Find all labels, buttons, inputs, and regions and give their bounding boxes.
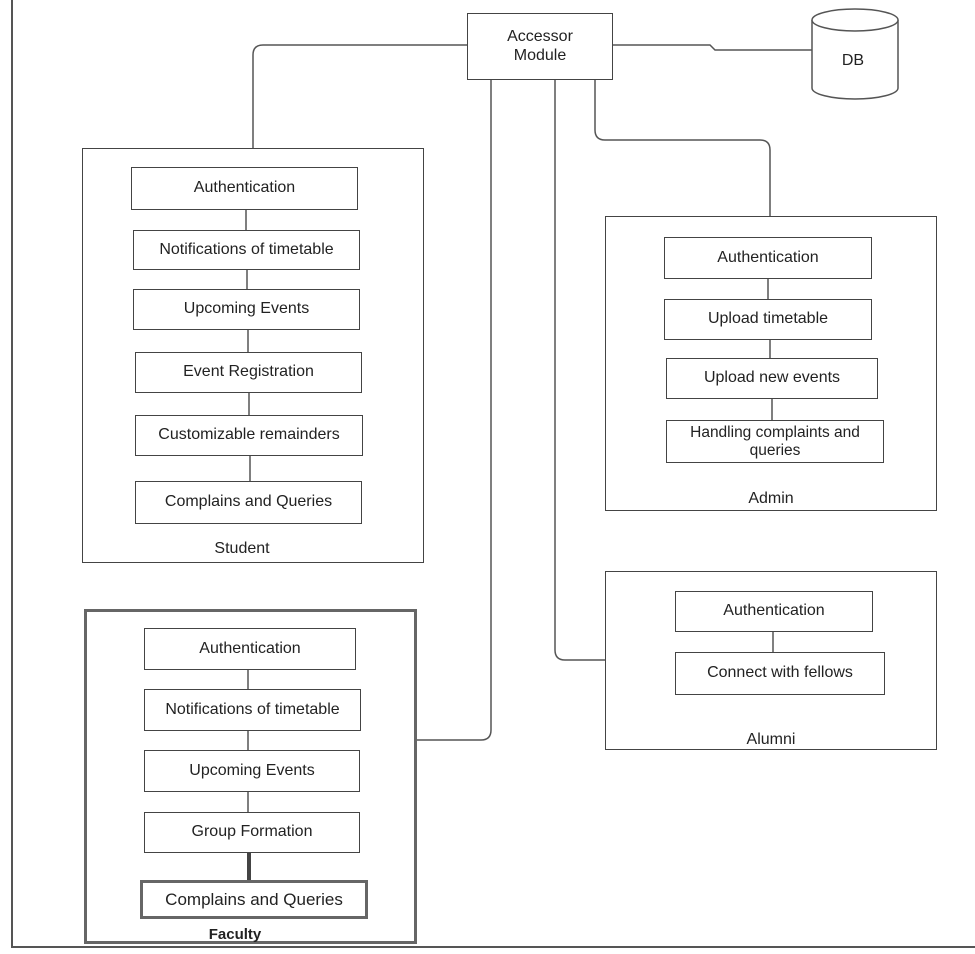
faculty-authentication: Authentication [144,628,356,670]
alumni-connect-with-fellows: Connect with fellows [675,652,885,695]
wire-admin-chain [767,279,773,420]
accessor-module-box: Accessor Module [467,13,613,80]
wire-student-chain [245,210,251,481]
wire-accessor-db [613,44,812,51]
student-notifications-of-timetable: Notifications of timetable [133,230,360,270]
admin-handling-complaints-and-queries: Handling complaints and queries [666,420,884,463]
faculty-upcoming-events: Upcoming Events [144,750,360,792]
wire-accessor-student [252,44,467,148]
frame-bottom-border [11,946,975,948]
alumni-authentication: Authentication [675,591,873,632]
frame-left-border [11,0,13,948]
student-group-label: Student [214,540,270,557]
student-authentication: Authentication [131,167,358,210]
db-label: DB [841,52,865,69]
faculty-notifications-of-timetable: Notifications of timetable [144,689,361,731]
admin-upload-new-events: Upload new events [666,358,878,399]
student-event-registration: Event Registration [135,352,362,393]
wire-accessor-admin [594,80,771,216]
admin-authentication: Authentication [664,237,872,279]
student-complains-and-queries: Complains and Queries [135,481,362,524]
alumni-group-label: Alumni [746,731,796,748]
faculty-group-formation: Group Formation [144,812,360,853]
admin-upload-timetable: Upload timetable [664,299,872,340]
db-cylinder-shape [811,8,899,100]
student-upcoming-events: Upcoming Events [133,289,360,330]
faculty-complains-and-queries: Complains and Queries [140,880,368,919]
admin-group-label: Admin [748,490,794,507]
wire-accessor-faculty [417,80,492,741]
faculty-group-label: Faculty [208,926,262,943]
student-customizable-remainders: Customizable remainders [135,415,363,456]
wire-accessor-alumni [554,80,605,661]
